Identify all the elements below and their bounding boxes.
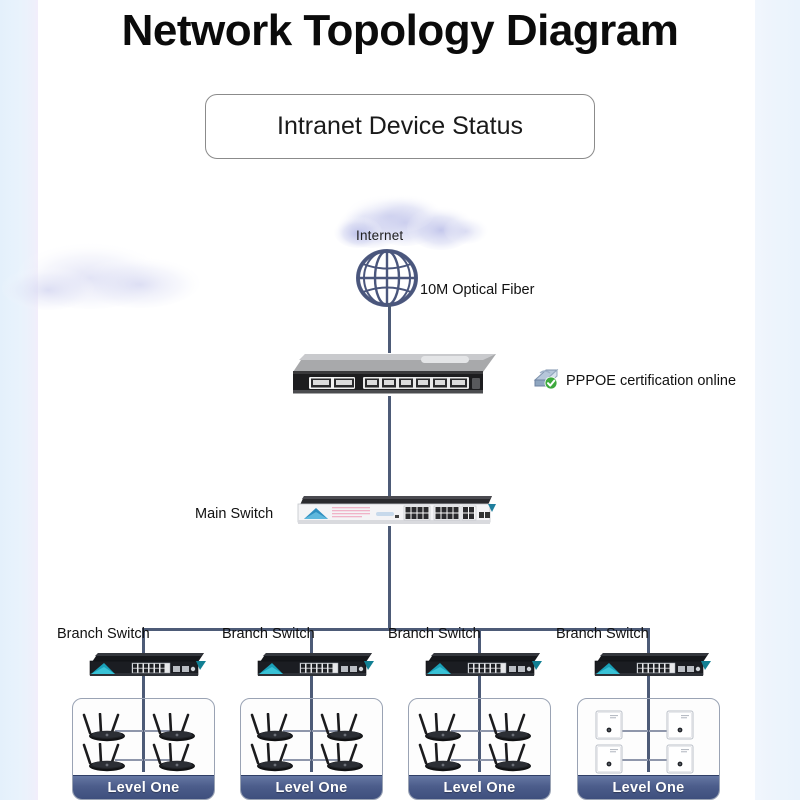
level-group-4-label: Level One xyxy=(612,779,685,796)
wifi-router-icon xyxy=(247,742,303,773)
wall-ap-icon xyxy=(594,743,624,775)
gateway-router-icon xyxy=(291,350,496,398)
level-group-2-nodes xyxy=(241,699,382,778)
branch-switch-icon-3 xyxy=(424,650,542,682)
uplink-label: 10M Optical Fiber xyxy=(420,282,535,298)
wifi-router-icon xyxy=(79,742,135,773)
wall-ap-icon xyxy=(594,709,624,741)
branch-switch-icon-2 xyxy=(256,650,374,682)
right-gradient-band xyxy=(755,0,800,800)
network-check-icon xyxy=(533,366,559,395)
group-stub-left-bottom xyxy=(451,759,479,761)
main-switch-label: Main Switch xyxy=(195,506,274,522)
internet-label: Internet xyxy=(356,228,404,243)
branch-label-4: Branch Switch xyxy=(556,626,649,642)
group-stub-right-bottom xyxy=(649,759,677,761)
group-stub-left-top xyxy=(283,730,311,732)
level-group-3-label: Level One xyxy=(443,779,516,796)
wifi-router-icon xyxy=(415,712,471,743)
group-spine xyxy=(478,699,481,772)
wifi-router-icon xyxy=(149,742,205,773)
distribution-bus xyxy=(143,628,649,631)
group-stub-left-top xyxy=(620,730,648,732)
wifi-router-icon xyxy=(415,742,471,773)
branch-label-3: Branch Switch xyxy=(388,626,481,642)
link-branch4-to-group4 xyxy=(647,676,650,704)
pppoe-status: PPPOE certification online xyxy=(533,366,736,395)
link-router-to-mainswitch xyxy=(388,396,391,496)
subtitle-label: Intranet Device Status xyxy=(277,112,523,140)
branch-switch-icon-1 xyxy=(88,650,206,682)
main-switch-icon xyxy=(296,494,496,527)
level-group-1: Level One xyxy=(72,698,215,800)
wall-ap-icon xyxy=(665,743,695,775)
group-stub-left-top xyxy=(115,730,143,732)
level-group-1-nodes xyxy=(73,699,214,778)
level-group-2-label: Level One xyxy=(275,779,348,796)
branch-switch-icon-4 xyxy=(593,650,711,682)
link-bus-to-branch-2 xyxy=(310,628,313,653)
level-group-2-footer: Level One xyxy=(241,775,382,799)
group-spine xyxy=(142,699,145,772)
level-group-1-footer: Level One xyxy=(73,775,214,799)
group-stub-right-top xyxy=(649,730,677,732)
branch-label-2: Branch Switch xyxy=(222,626,315,642)
level-group-3-nodes xyxy=(409,699,550,778)
link-branch1-to-group1 xyxy=(142,676,145,704)
link-branch3-to-group3 xyxy=(478,676,481,704)
group-stub-left-top xyxy=(451,730,479,732)
link-branch2-to-group2 xyxy=(310,676,313,704)
wifi-router-icon xyxy=(317,742,373,773)
link-bus-to-branch-4 xyxy=(647,628,650,653)
link-bus-to-branch-3 xyxy=(478,628,481,653)
level-group-2: Level One xyxy=(240,698,383,800)
group-stub-left-bottom xyxy=(620,759,648,761)
wifi-router-icon xyxy=(485,712,541,743)
subtitle-box: Intranet Device Status xyxy=(205,94,595,159)
branch-label-1: Branch Switch xyxy=(57,626,150,642)
level-group-4-nodes xyxy=(578,699,719,778)
wifi-router-icon xyxy=(485,742,541,773)
group-spine xyxy=(310,699,313,772)
level-group-3: Level One xyxy=(408,698,551,800)
level-group-1-label: Level One xyxy=(107,779,180,796)
link-bus-to-branch-1 xyxy=(142,628,145,653)
link-mainswitch-to-bus xyxy=(388,526,391,630)
wifi-router-icon xyxy=(317,712,373,743)
globe-icon xyxy=(356,249,418,307)
pppoe-status-label: PPPOE certification online xyxy=(566,372,737,389)
group-spine xyxy=(647,699,650,772)
wifi-router-icon xyxy=(247,712,303,743)
level-group-4: Level One xyxy=(577,698,720,800)
wall-ap-icon xyxy=(665,709,695,741)
level-group-3-footer: Level One xyxy=(409,775,550,799)
group-stub-left-bottom xyxy=(115,759,143,761)
wifi-router-icon xyxy=(149,712,205,743)
link-globe-to-router xyxy=(388,303,391,353)
group-stub-left-bottom xyxy=(283,759,311,761)
wifi-router-icon xyxy=(79,712,135,743)
left-gradient-band xyxy=(0,0,38,800)
level-group-4-footer: Level One xyxy=(578,775,719,799)
page-title: Network Topology Diagram xyxy=(121,6,679,55)
